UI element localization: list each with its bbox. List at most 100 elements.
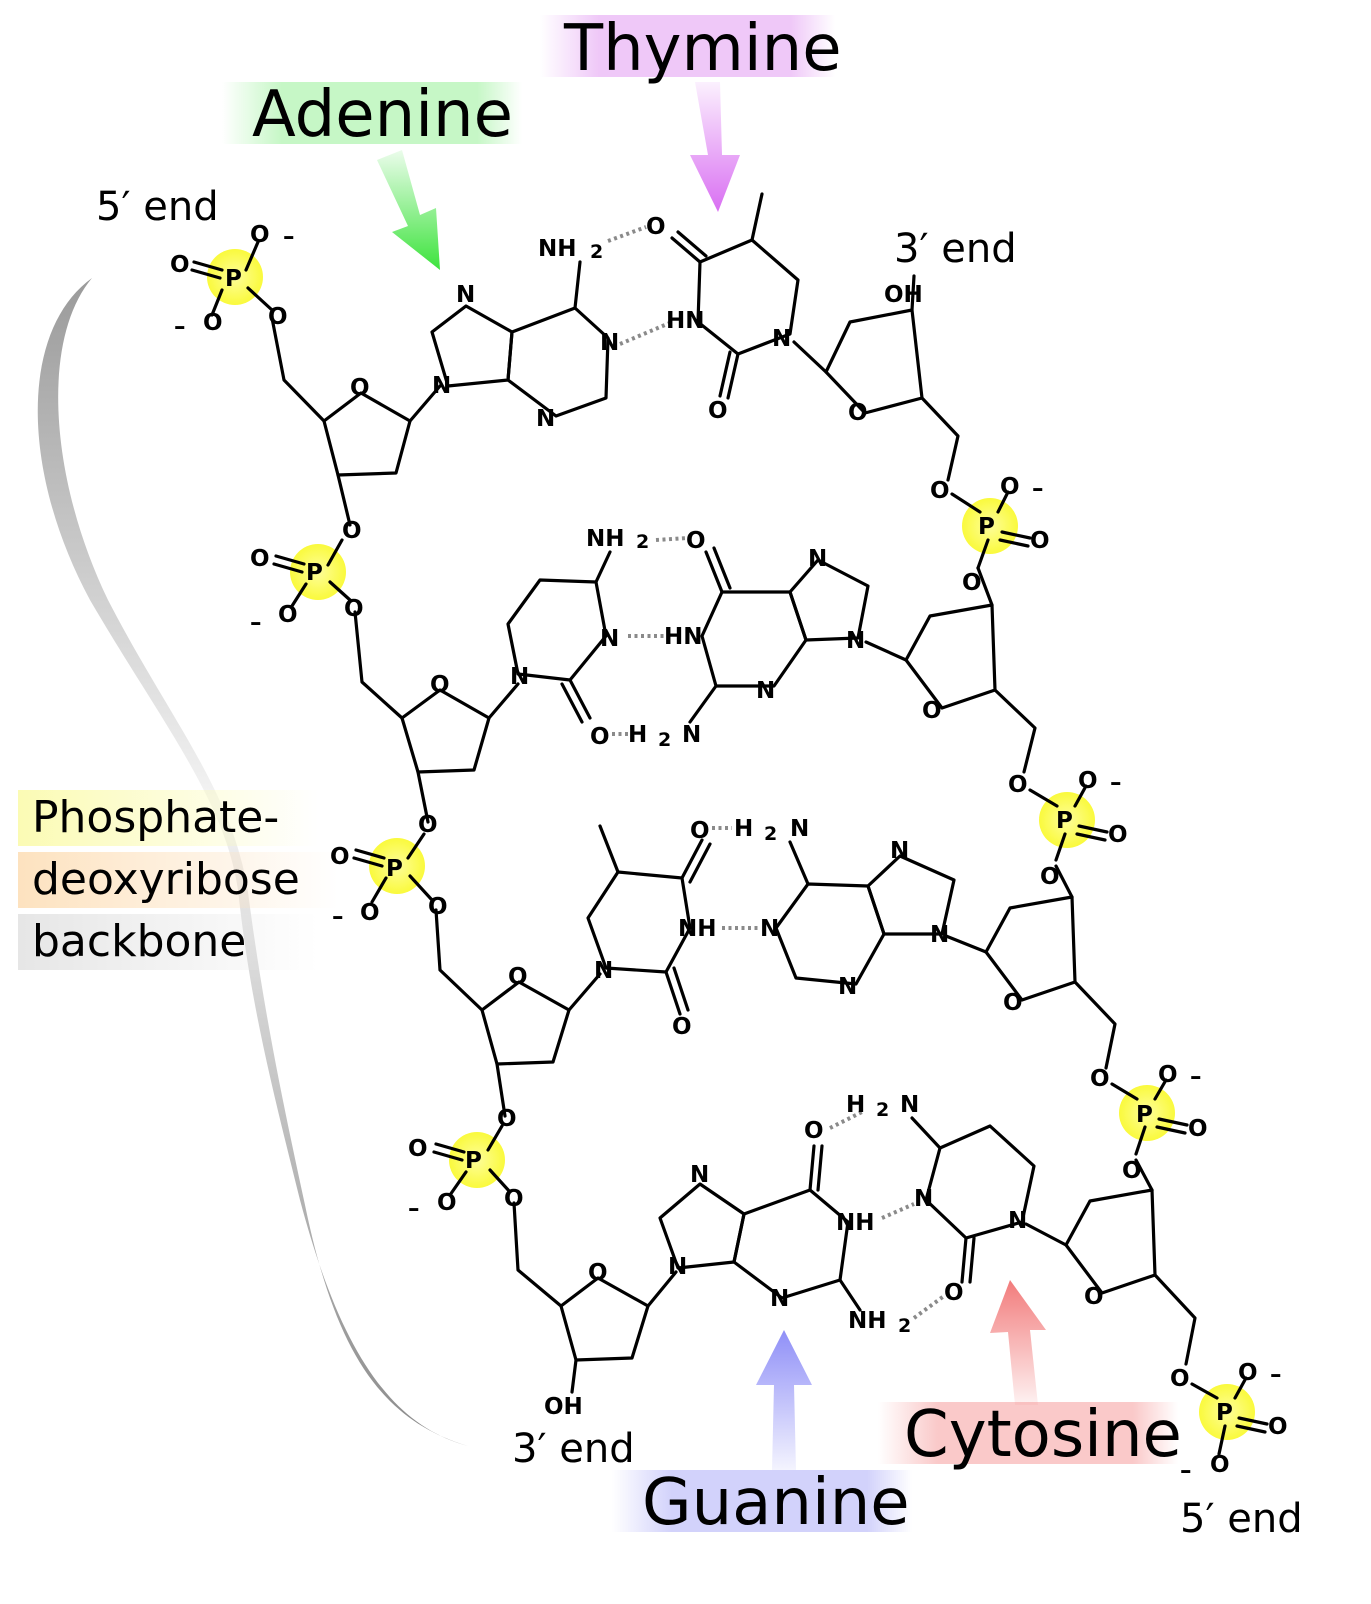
atom-o: O (922, 698, 942, 724)
atom-o: O (1158, 1062, 1178, 1088)
atom-n: N (600, 626, 619, 652)
atom-o: O (1084, 1284, 1104, 1310)
atom-minus: – (1110, 770, 1122, 796)
atom-p: P (1216, 1400, 1233, 1426)
atom-o: O (250, 546, 270, 572)
atom-o: O (1030, 528, 1050, 554)
atom-o: O (250, 222, 270, 248)
atom-n: N (930, 922, 949, 948)
atom-o: O (350, 375, 370, 401)
sugar-right-1 (824, 308, 924, 415)
atom-o: O (962, 570, 982, 596)
sugar-right-3 (984, 895, 1077, 1002)
backbone-label-line2: deoxyribose (32, 854, 300, 905)
atom-o: O (804, 1118, 824, 1144)
thymine-arrow (690, 82, 740, 212)
atom-nh2: NH (848, 1308, 887, 1334)
atom-n: N (914, 1186, 933, 1212)
atom-p: P (465, 1148, 482, 1174)
cytosine-label: Cytosine (904, 1398, 1182, 1472)
atom-o: O (1003, 990, 1023, 1016)
atom-o: O (170, 252, 190, 278)
atom-o: O (430, 672, 450, 698)
backbone-label-line3: backbone (32, 916, 246, 967)
atom-o: O (1238, 1360, 1258, 1386)
atom-o: O (203, 310, 223, 336)
atom-o: O (504, 1186, 524, 1212)
adenine-base-1 (430, 304, 610, 418)
atom-o: O (588, 1260, 608, 1286)
guanine-label-bg (612, 1470, 912, 1532)
atom-n: N (790, 816, 809, 842)
atom-sub2: 2 (876, 1099, 889, 1121)
atom-o: O (1170, 1366, 1190, 1392)
atom-n: N (838, 974, 857, 1000)
atom-nh2: NH (538, 236, 577, 262)
atom-minus: – (1270, 1362, 1282, 1388)
backbone-label-bg-3 (18, 914, 318, 970)
atom-o: O (944, 1280, 964, 1306)
atom-h: H (628, 722, 647, 748)
atom-o: O (342, 518, 362, 544)
atom-o: O (1090, 1066, 1110, 1092)
atom-o: O (330, 844, 350, 870)
sugar-left-3 (480, 980, 571, 1066)
end-label-3-bottom: 3′ end (512, 1426, 635, 1472)
adenine-arrow (377, 150, 440, 270)
atom-o: O (1078, 768, 1098, 794)
atom-o: O (1268, 1414, 1288, 1440)
atom-minus: – (1190, 1064, 1202, 1090)
guanine-label: Guanine (642, 1466, 910, 1540)
backbone-label-bg-2 (18, 852, 338, 908)
atom-labels: O O – P – O O O O O P – O O O O O P – O … (170, 214, 1288, 1484)
atom-minus: – (1180, 1458, 1192, 1484)
atom-o: O (1210, 1452, 1230, 1478)
end-label-5-top: 5′ end (96, 184, 219, 230)
atom-sub2: 2 (590, 241, 603, 263)
atom-h: H (846, 1092, 865, 1118)
atom-n: N (536, 406, 555, 432)
atom-n: N (682, 722, 701, 748)
atom-p: P (386, 856, 403, 882)
atom-o: O (360, 900, 380, 926)
cytosine-arrow (990, 1280, 1046, 1405)
atom-o: O (508, 964, 528, 990)
atom-oh: OH (544, 1394, 583, 1420)
atom-n: N (808, 546, 827, 572)
atom-nh2: NH (586, 526, 625, 552)
atom-n: N (846, 628, 865, 654)
atom-o: O (408, 1136, 428, 1162)
atom-n: N (890, 838, 909, 864)
atom-o: O (1188, 1116, 1208, 1142)
atom-sub2: 2 (764, 823, 777, 845)
phosphate-bonds (190, 240, 1269, 1456)
atom-p: P (225, 266, 242, 292)
atom-o: O (497, 1106, 517, 1132)
atom-h: H (734, 816, 753, 842)
thymine-base-2 (586, 870, 692, 974)
atom-minus: – (408, 1196, 420, 1222)
atom-o: O (268, 304, 288, 330)
atom-sub2: 2 (898, 1315, 911, 1337)
atom-n: N (1008, 1208, 1027, 1234)
atom-minus: – (332, 904, 344, 930)
atom-o: O (1000, 474, 1020, 500)
atom-o: O (278, 602, 298, 628)
atom-o: O (848, 400, 868, 426)
atom-o: O (437, 1190, 457, 1216)
atom-o: O (428, 894, 448, 920)
atom-o: O (930, 478, 950, 504)
end-label-3-top: 3′ end (894, 226, 1017, 272)
atom-o: O (1108, 822, 1128, 848)
atom-hn: HN (666, 308, 705, 334)
hydrogen-bonds (607, 225, 946, 1320)
atom-sub2: 2 (658, 729, 671, 751)
atom-o: O (344, 596, 364, 622)
thymine-label-bg (540, 15, 835, 77)
atom-nh: NH (836, 1210, 875, 1236)
cytosine-label-bg (878, 1402, 1178, 1464)
atom-n: N (770, 1286, 789, 1312)
sugar-right-2 (904, 603, 997, 710)
atom-n: N (456, 282, 475, 308)
